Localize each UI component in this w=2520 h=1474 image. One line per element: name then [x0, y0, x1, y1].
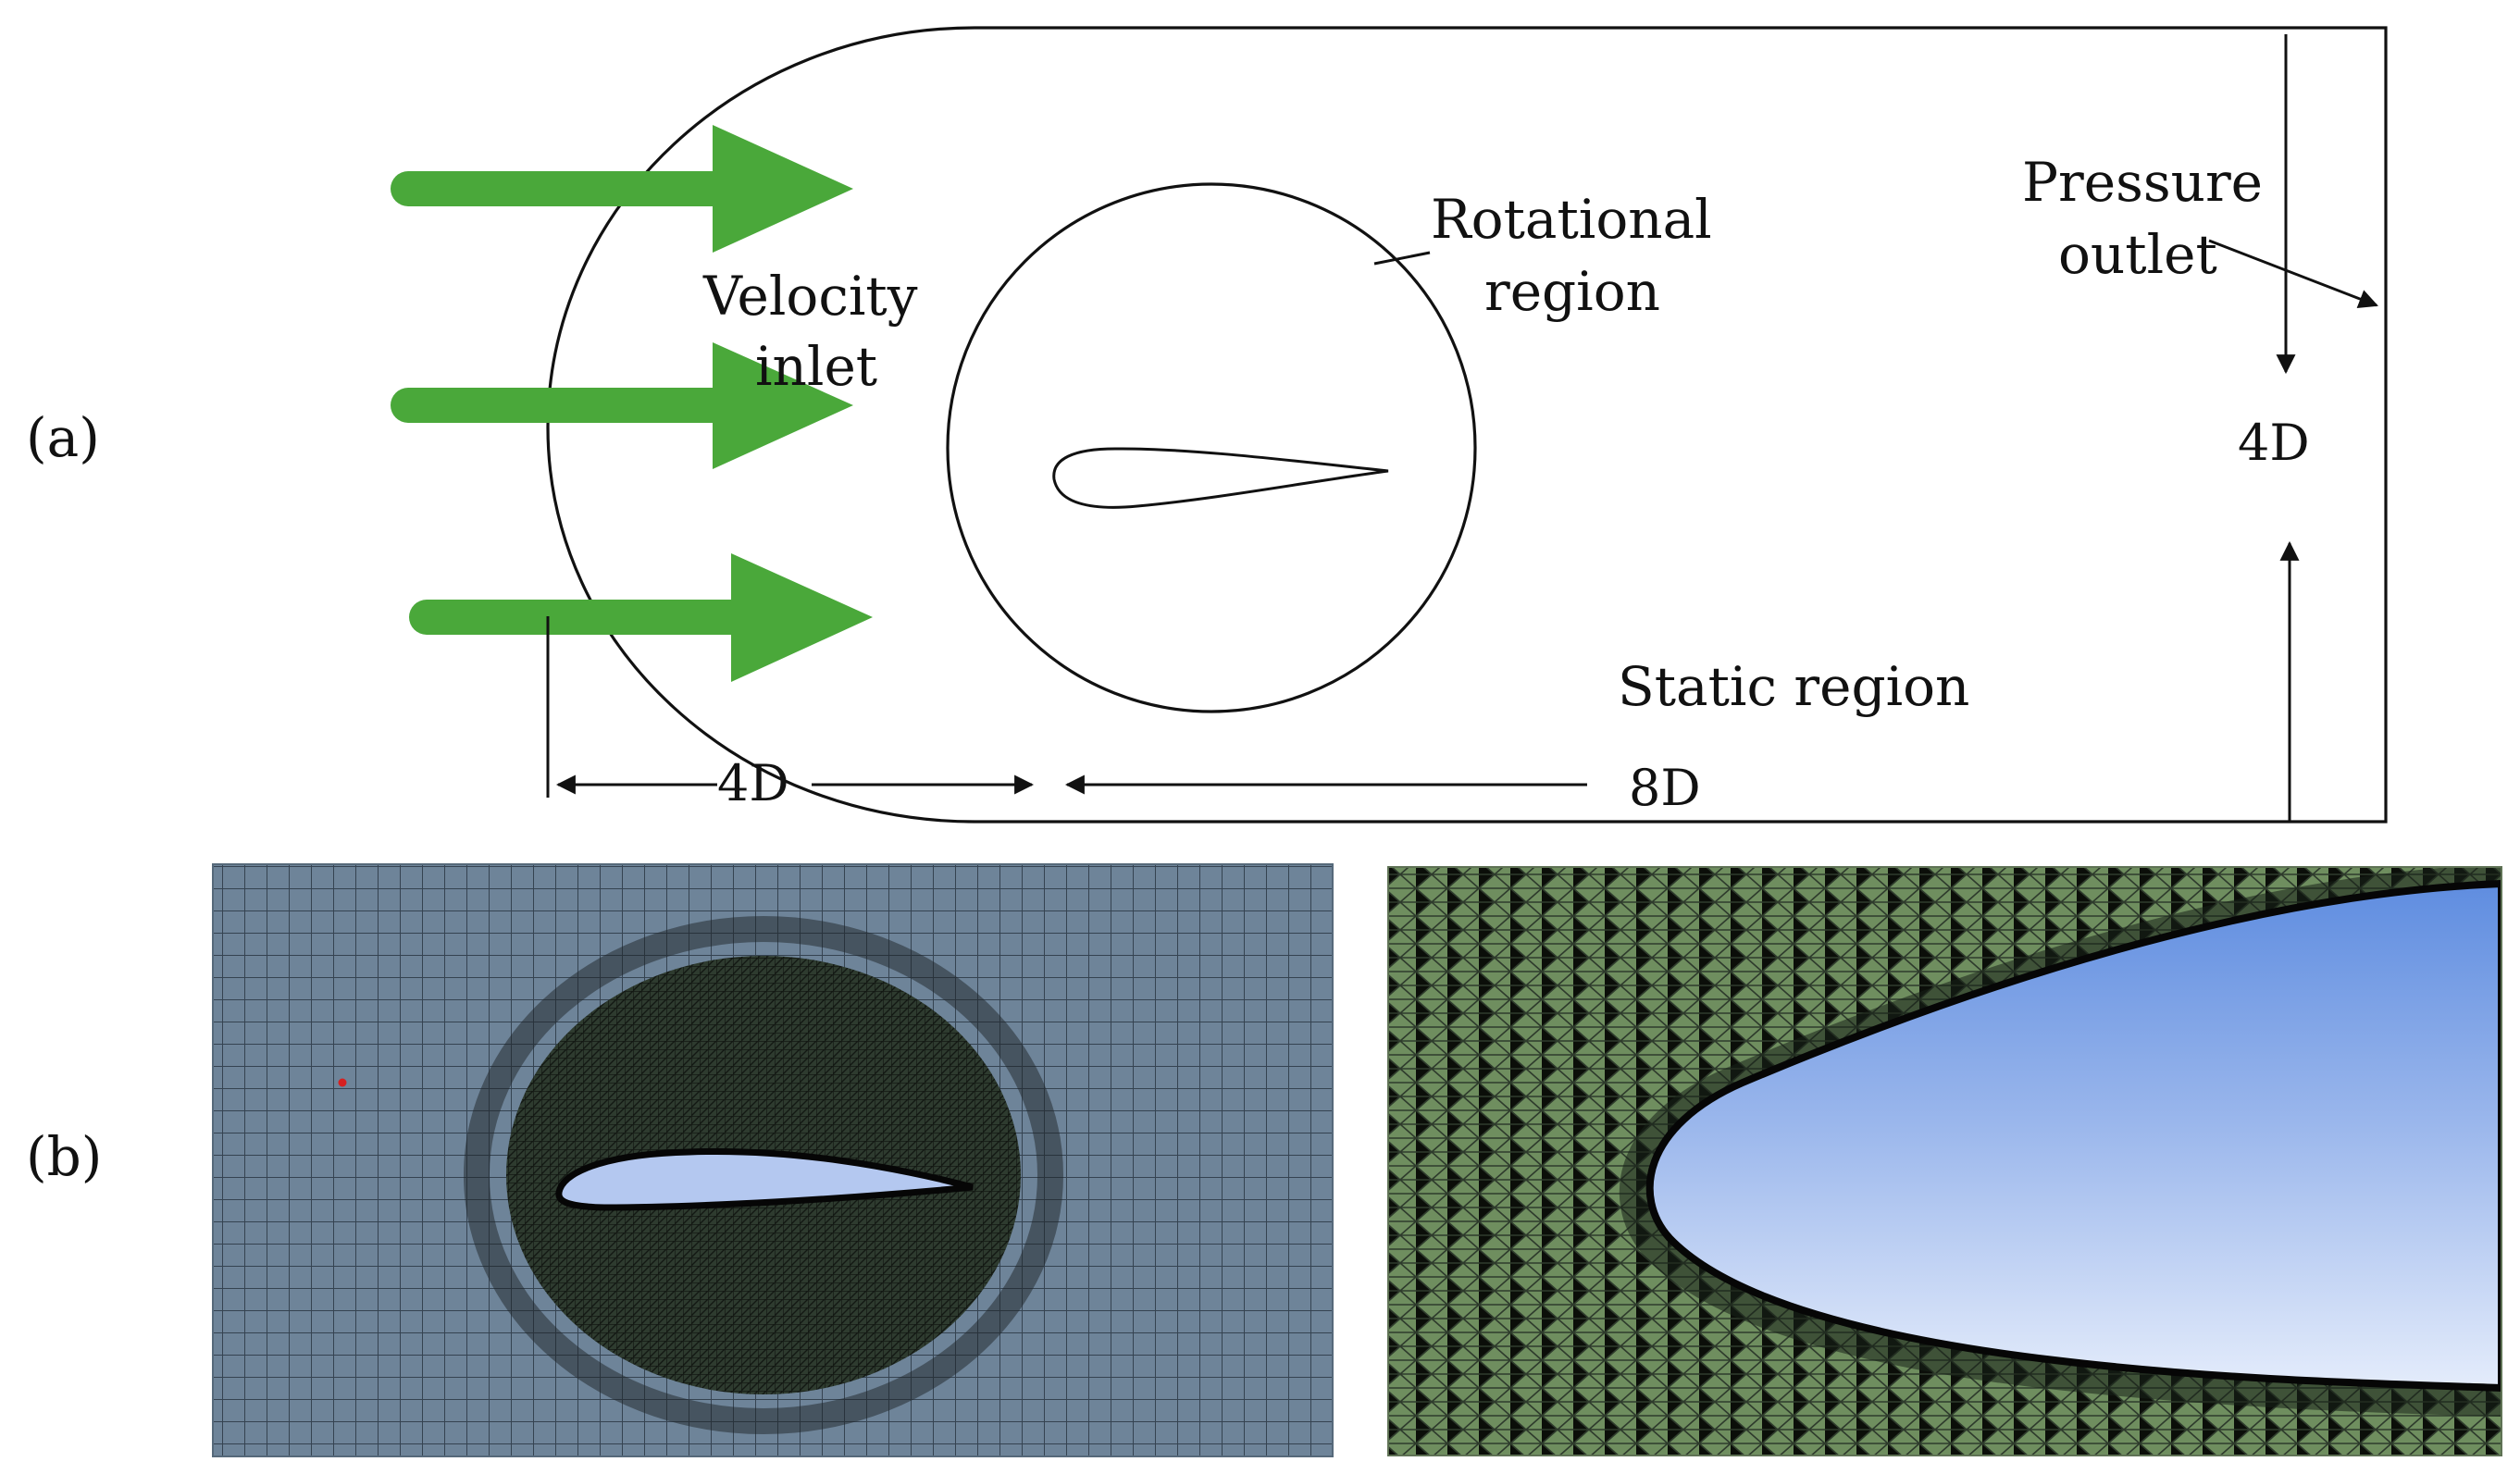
flow-arrow-top: [391, 125, 853, 253]
rotational-region-label-line1: Rotational: [1431, 188, 1712, 251]
domain-dimensions: 4D 8D 4D: [546, 34, 2378, 821]
domain-labels: Velocity inlet Rotational region Pressur…: [702, 151, 2263, 718]
height-dimension-label: 4D: [2238, 414, 2310, 472]
velocity-inlet-label-line2: inlet: [755, 335, 877, 398]
static-region-label: Static region: [1618, 655, 1969, 718]
pressure-outlet-leader: [2208, 239, 2378, 308]
panel-a-label: (a): [26, 406, 100, 469]
mesh-airfoil: [555, 1147, 974, 1211]
downstream-dimension-label: 8D: [1629, 759, 1701, 817]
pressure-outlet-label-line2: outlet: [2058, 223, 2217, 286]
upstream-dimension-label: 4D: [717, 754, 789, 812]
zoom-airfoil-surface: [1645, 879, 2501, 1393]
flow-arrow-bottom: [409, 553, 873, 682]
rotational-region-label-line2: region: [1484, 260, 1660, 323]
mesh-overview-panel: [213, 864, 1333, 1456]
mesh-overview-border: [212, 863, 1334, 1457]
flow-arrow-middle: [391, 342, 853, 469]
domain-boundary: [546, 26, 2388, 824]
rotational-region-boundary: [946, 182, 1477, 713]
rotational-region-leader: [1373, 251, 1431, 266]
leading-edge-zoom-border: [1387, 866, 2502, 1456]
velocity-inlet-label-line1: Velocity: [702, 265, 918, 328]
pressure-outlet-label-line1: Pressure: [2022, 151, 2263, 214]
airfoil-outline: [1052, 447, 1389, 509]
rotational-mesh-halo: [464, 916, 1063, 1434]
leading-edge-zoom-panel: [1388, 867, 2501, 1455]
panel-b-label: (b): [26, 1125, 102, 1188]
flow-arrows: [391, 125, 873, 682]
mesh-probe-point: [338, 1078, 347, 1087]
computational-domain: [546, 26, 2388, 824]
